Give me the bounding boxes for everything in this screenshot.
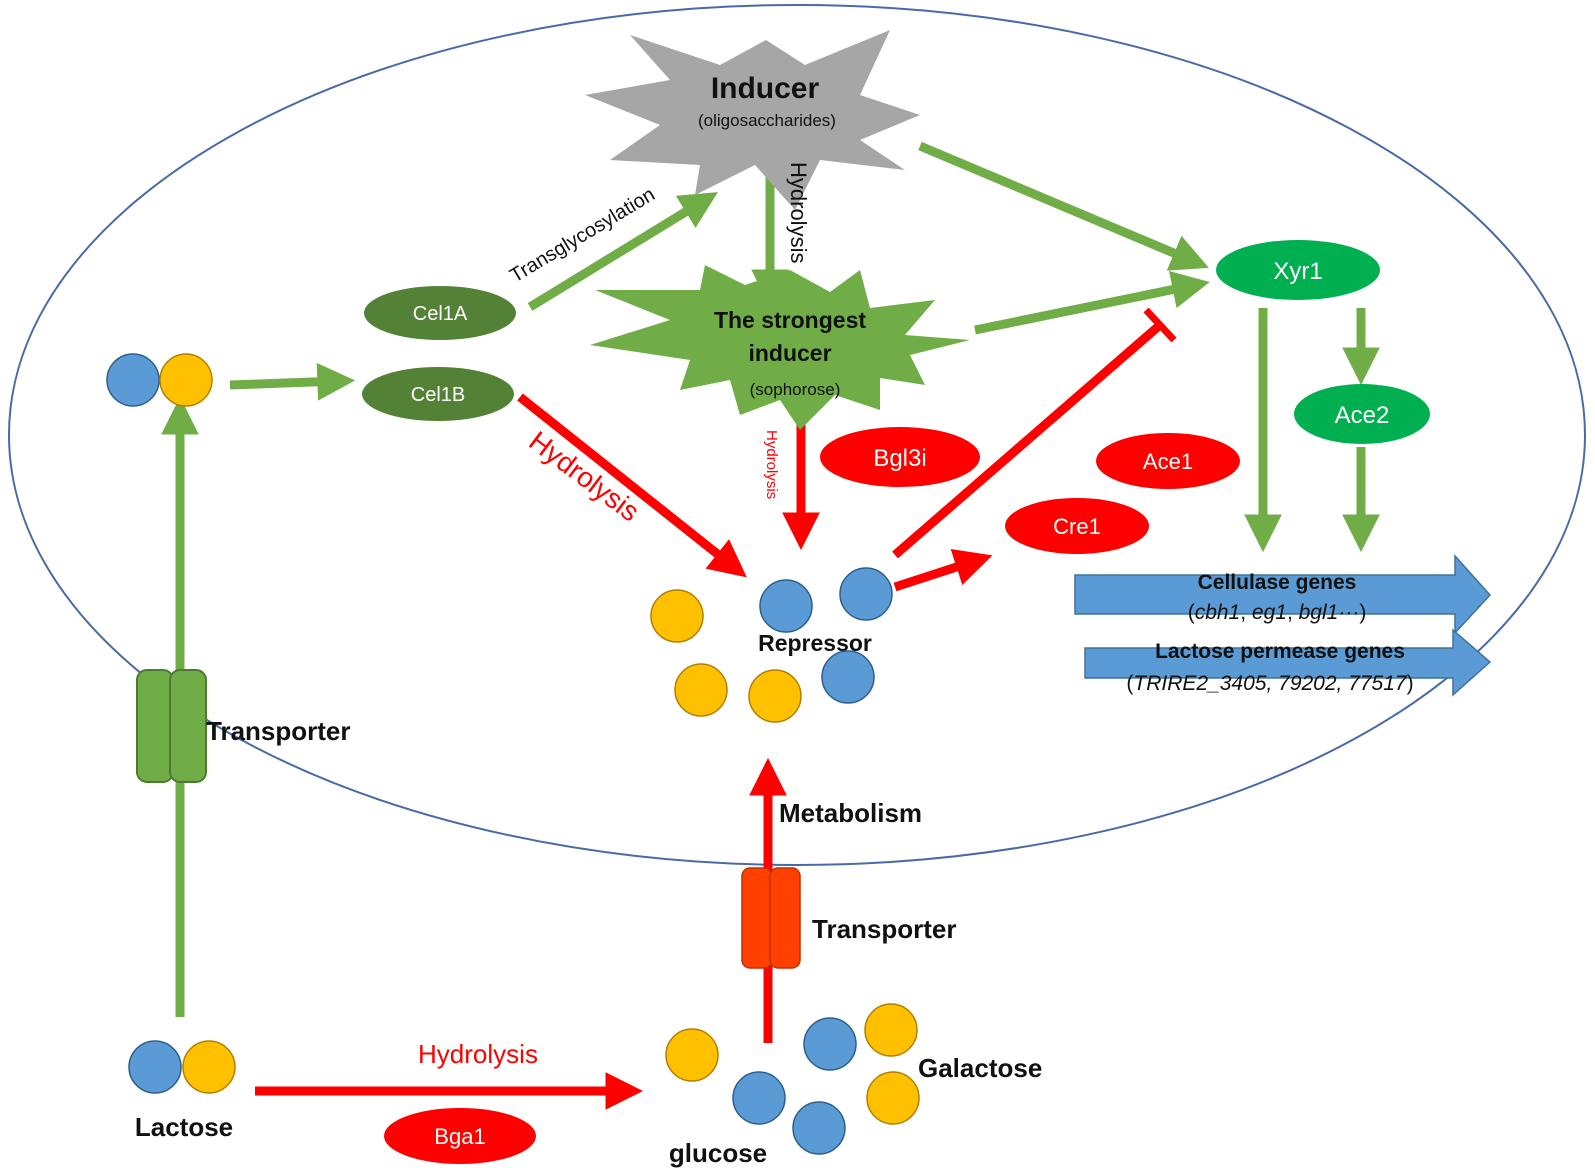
- cellulase-genes-arrow: [1074, 554, 1492, 635]
- strongest-line2: inducer: [748, 340, 831, 366]
- strongest-line1: The strongest: [714, 307, 866, 333]
- inhibition-repressor-xyr1: [892, 321, 1163, 559]
- arrow-lactose-to-cel1b: [229, 362, 356, 401]
- cellulase-genes-list: (cbh1, eg1, bgl1···): [1188, 601, 1367, 624]
- cel1a-oval: Cel1A: [364, 286, 516, 340]
- cel1b-label: Cel1B: [411, 384, 465, 406]
- extracellular-sugar-cluster: [665, 1003, 920, 1155]
- lactose-permease-genes-arrow: [1084, 628, 1492, 697]
- lactose-permease-list: (TRIRE2_3405, 79202, 77517): [1126, 672, 1413, 695]
- cellulase-genes-title: Cellulase genes: [1198, 571, 1357, 594]
- cre1-label: Cre1: [1053, 514, 1101, 539]
- arrow-sophorose-to-xyr1: [974, 271, 1210, 335]
- arrow-transglycosylation: [527, 192, 718, 311]
- cre1-oval: Cre1: [1005, 498, 1149, 554]
- extracellular-lactose: [128, 1040, 236, 1094]
- inducer-subtitle: (oligosaccharides): [698, 111, 836, 130]
- label-hydrolysis-red-small: Hydrolysis: [763, 430, 780, 499]
- cell-membrane: [8, 4, 1586, 866]
- label-hydrolysis-bottom: Hydrolysis: [418, 1039, 538, 1069]
- label-metabolism: Metabolism: [779, 798, 922, 828]
- lactose-permease-title: Lactose permease genes: [1155, 640, 1405, 663]
- label-transporter-bottom: Transporter: [812, 914, 957, 944]
- cel1a-label: Cel1A: [413, 303, 468, 325]
- strongest-inducer-star: The strongest inducer (sophorose): [590, 265, 970, 430]
- label-hydrolysis-red-diagonal: Hydrolysis: [523, 425, 645, 527]
- inducer-title: Inducer: [711, 72, 820, 105]
- inducer-star: Inducer (oligosaccharides): [585, 30, 920, 210]
- label-galactose: Galactose: [918, 1053, 1042, 1083]
- transporter-left-icon: [136, 669, 207, 783]
- repressor-sugar-cluster: [650, 567, 893, 723]
- arrow-repressor-to-cre1: [893, 549, 993, 592]
- arrow-cel1b-hydrolysis: [517, 393, 747, 578]
- ace1-label: Ace1: [1143, 449, 1193, 474]
- bga1-oval: Bga1: [384, 1108, 536, 1164]
- label-hydrolysis-top: Hydrolysis: [786, 162, 811, 263]
- ace2-oval: Ace2: [1294, 384, 1430, 444]
- inhibition-bar: [1143, 307, 1177, 343]
- label-transporter-left: Transporter: [206, 716, 351, 746]
- bga1-label: Bga1: [434, 1124, 485, 1149]
- strongest-subtitle: (sophorose): [750, 380, 841, 399]
- cel1b-oval: Cel1B: [362, 367, 514, 421]
- label-repressor: Repressor: [758, 630, 872, 656]
- label-lactose: Lactose: [135, 1112, 233, 1142]
- ace1-oval: Ace1: [1096, 433, 1240, 489]
- label-glucose: glucose: [669, 1138, 767, 1168]
- intracellular-lactose: [106, 353, 213, 407]
- transporter-bottom-icon: [741, 867, 801, 969]
- bgl3i-label: Bgl3i: [873, 445, 926, 472]
- ace2-label: Ace2: [1335, 402, 1390, 429]
- xyr1-label: Xyr1: [1273, 258, 1322, 285]
- arrow-inducer-to-xyr1: [918, 141, 1209, 271]
- xyr1-oval: Xyr1: [1216, 240, 1380, 300]
- bgl3i-oval: Bgl3i: [820, 427, 980, 487]
